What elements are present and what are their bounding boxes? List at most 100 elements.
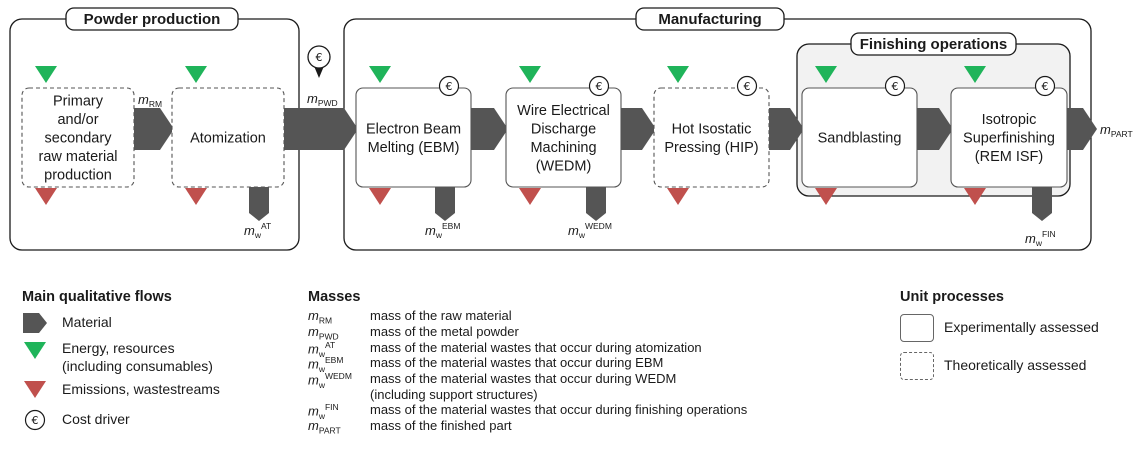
waste-arrow-at [249,187,269,221]
process-label-isf-line-2: (REM ISF) [975,149,1043,165]
process-label-wedm-line-1: Discharge [531,121,596,137]
legend-item-cost-driver: € Cost driver [22,409,292,431]
process-label-sandblasting-line-0: Sandblasting [818,131,902,147]
mass-description: mass of the material wastes that occur d… [370,370,677,386]
process-box-sandblasting: Sandblasting [801,87,918,188]
mass-description: (including support structures) [370,386,538,402]
legend-theoretical-label: Theoretically assessed [944,357,1087,374]
emission-triangle-icon [519,188,541,205]
legend-flows-title: Main qualitative flows [22,289,172,305]
material-arrow-pwd [284,108,358,150]
mass-legend-row: (including support structures) [308,387,868,403]
mass-symbol: mRM [308,308,333,326]
euro-pin-icon: € [307,45,331,78]
mass-legend-row: mwEBM mass of the material wastes that oc… [308,355,868,375]
energy-triangle-icon [964,66,986,83]
process-label-raw-line-4: production [44,168,112,184]
process-label-raw-line-1: and/or [57,112,98,128]
material-arrow-hip-sandblasting [769,108,804,150]
legend-unit-experimental: Experimentally assessed [900,314,1130,343]
euro-symbol: € [32,414,39,427]
process-label-isf-line-1: Superfinishing [963,131,1055,147]
energy-triangle-icon [519,66,541,83]
emission-triangle-icon [185,188,207,205]
mass-description: mass of the material wastes that occur d… [370,355,664,371]
energy-triangle-icon [185,66,207,83]
energy-triangle-icon [22,342,48,360]
process-label-wedm-line-3: (WEDM) [536,158,592,174]
mass-legend-row: mwWEDM mass of the material wastes that o… [308,370,868,390]
svg-text:€: € [316,51,323,64]
mass-description: mass of the raw material [370,308,512,324]
mass-description: mass of the material wastes that occur d… [370,402,748,418]
waste-arrow-fin [1032,187,1052,221]
legend-energy-label-2: (including consumables) [62,357,213,374]
svg-text:€: € [446,80,453,93]
process-label-isf-line-0: Isotropic [982,112,1037,128]
emission-triangle-icon [815,188,837,205]
mass-symbol: mPART [308,417,341,436]
legend-material-label: Material [62,314,112,331]
mass-symbol [308,387,370,403]
mass-legend-row: mwAT mass of the material wastes that occ… [308,339,868,359]
process-label-hip-line-0: Hot Isostatic [672,121,752,137]
material-arrow-rm [134,108,174,150]
legend-unit-theoretical: Theoretically assessed [900,352,1130,381]
euro-circle-icon: € [22,409,48,431]
material-arrow-ebm-wedm [471,108,508,150]
emission-triangle-icon [369,188,391,205]
group-manufacturing-title: Manufacturing [658,11,761,28]
process-label-ebm-line-0: Electron Beam [366,121,461,137]
legend-units-title: Unit processes [900,289,1004,305]
legend-masses-title: Masses [308,289,361,305]
flow-label-m-w-wedm: mwWEDM [568,221,612,240]
mass-symbol: mwFIN [308,402,339,422]
legend-item-emission: Emissions, wastestreams [22,379,292,401]
flow-label-m-w-ebm: mwEBM [425,221,460,240]
material-arrow-wedm-hip [621,108,656,150]
mass-symbol: mwWEDM [308,370,352,390]
process-label-hip-line-1: Pressing (HIP) [664,140,758,156]
mass-description: mass of the material wastes that occur d… [370,339,702,355]
mass-symbol: mwEBM [308,355,344,375]
legend-experimental-label: Experimentally assessed [944,319,1099,336]
legend-energy-label: Energy, resources [62,340,175,357]
group-powder-production-title: Powder production [84,11,221,28]
emission-triangle-icon [667,188,689,205]
mass-symbol: mwAT [308,339,336,359]
legend-emission-label: Emissions, wastestreams [62,381,220,398]
process-label-atomization-line-0: Atomization [190,131,266,147]
mass-description: mass of the metal powder [370,323,519,339]
waste-arrow-ebm [435,187,455,221]
material-arrow-part [1067,108,1097,150]
solid-box-icon [900,314,934,343]
flow-label-m-w-fin: mwFIN [1025,229,1056,248]
emission-triangle-icon [35,188,57,205]
process-box-atomization: Atomization [171,87,285,188]
emission-triangle-icon [964,188,986,205]
material-arrow-sandblasting-isf [917,108,953,150]
legend-item-energy: Energy, resources (including consumables… [22,340,292,375]
svg-text:€: € [892,80,899,93]
legend-cost-driver-label: Cost driver [62,411,130,428]
mass-legend-row: mRM mass of the raw material [308,308,868,326]
svg-text:€: € [744,80,751,93]
energy-triangle-icon [815,66,837,83]
waste-arrow-wedm [586,187,606,221]
legend-units: Unit processes Experimentally assessed T… [900,288,1130,390]
process-label-wedm-line-2: Machining [530,140,596,156]
dashed-box-icon [900,352,934,381]
euro-circle-icon: € [1034,75,1056,97]
process-label-raw-line-2: secondary [45,131,113,147]
euro-circle-icon: € [438,75,460,97]
material-arrow-icon [22,313,48,334]
